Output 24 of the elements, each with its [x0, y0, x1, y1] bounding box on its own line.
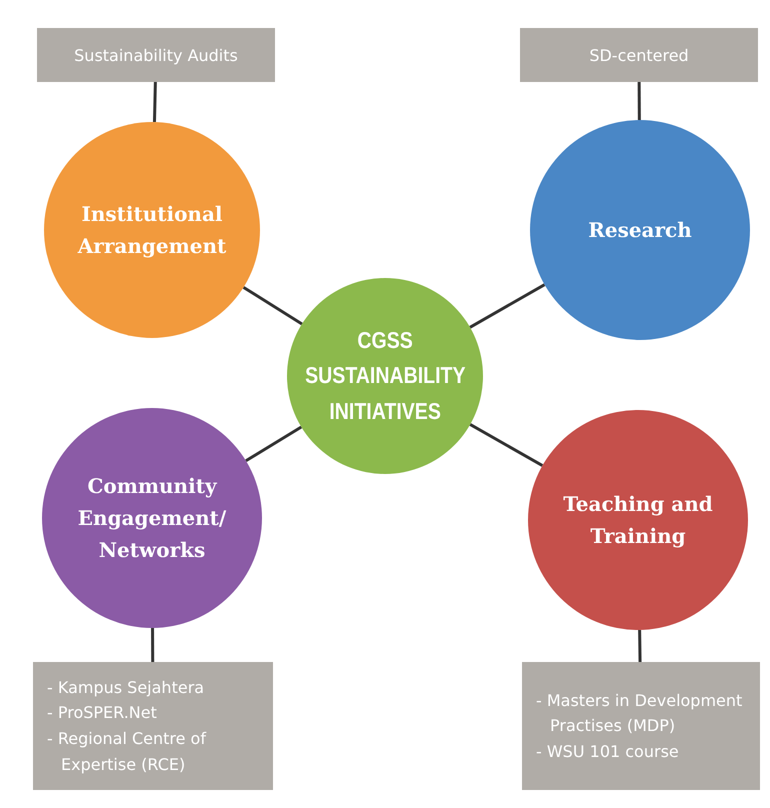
connector-line	[151, 628, 154, 662]
connector-line	[638, 82, 641, 120]
list-item: - Regional Centre of Expertise (RCE)	[47, 728, 208, 776]
connector-line	[638, 630, 642, 662]
node-label: Community Engagement/ Networks	[76, 473, 228, 564]
node-label: Research	[588, 217, 692, 244]
connector-line	[152, 82, 157, 122]
heading-box	[37, 28, 275, 82]
list-item: - WSU 101 course	[536, 740, 680, 763]
node-label: Sustainability Audits	[74, 46, 238, 64]
list-box	[33, 662, 273, 790]
connector-line	[469, 283, 546, 329]
connector-line	[245, 426, 302, 462]
node-label: CGSS SUSTAINABILITY INITIATIVES	[305, 326, 466, 426]
list-item: - ProSPER.Net	[47, 702, 158, 724]
list-item: - Kampus Sejahtera	[47, 676, 206, 699]
list-item: - Masters in Development Practises (MDP)	[536, 690, 744, 738]
list-box	[522, 662, 760, 790]
heading-box	[520, 28, 758, 82]
node-label: Institutional Arrangement	[76, 201, 228, 260]
node-label: SD-centered	[589, 46, 689, 64]
connector-line	[469, 423, 544, 467]
node-label: Teaching and Training	[562, 491, 714, 550]
connector-line	[242, 286, 303, 326]
